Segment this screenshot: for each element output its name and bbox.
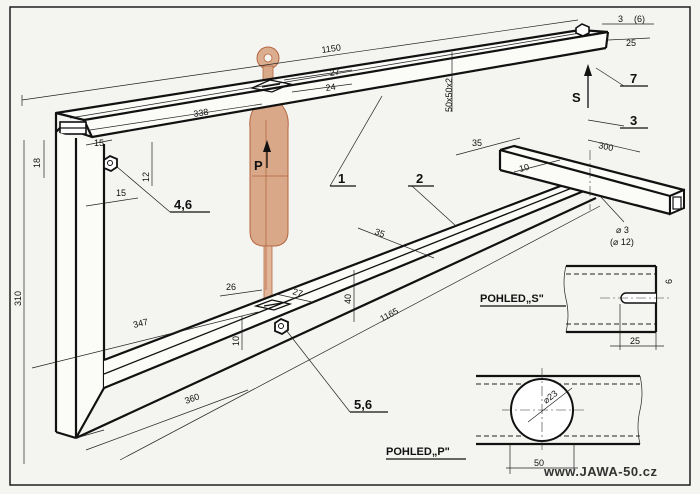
part-label-4-6: 4,6	[174, 197, 192, 212]
dim-24: 24	[325, 82, 336, 93]
dim-40: 40	[343, 294, 353, 304]
dim-15-top: 15	[94, 138, 104, 148]
dim-hole: ⌀ 3	[616, 225, 629, 235]
view-title-s: POHLED„S"	[480, 293, 544, 305]
dim-10-cross: 10	[518, 162, 530, 174]
label-underlines	[170, 85, 648, 413]
part-label-1: 1	[338, 171, 345, 186]
dim-360: 360	[183, 391, 201, 406]
dim-310: 310	[13, 291, 23, 306]
force-arrow-p	[263, 140, 271, 168]
view-p-detail	[476, 368, 643, 474]
dim-50-view: 50	[534, 458, 544, 468]
dim-hole-par: (⌀ 12)	[610, 237, 634, 247]
part-label-5-6: 5,6	[354, 397, 372, 412]
force-label-p: P	[254, 158, 263, 173]
nut-top-right	[575, 23, 590, 37]
dim-1165: 1165	[378, 306, 400, 324]
dim-3: 3	[618, 14, 623, 24]
part-label-7: 7	[630, 71, 637, 86]
dim-18: 18	[32, 158, 42, 168]
dim-347: 347	[132, 317, 149, 330]
cross-tube	[498, 144, 686, 216]
dim-338: 338	[193, 107, 209, 119]
view-title-p: POHLED„P"	[386, 446, 450, 458]
dim-25-view: 25	[630, 336, 640, 346]
dim-26: 26	[226, 282, 236, 292]
shock-absorber	[249, 46, 289, 305]
dim-27-lower: 27	[291, 286, 304, 299]
part-label-3: 3	[630, 113, 637, 128]
dim-50x50x2: 50x50x2	[444, 78, 454, 112]
lower-beam	[75, 172, 597, 439]
dim-6-view: 6	[664, 279, 674, 284]
dim-6: (6)	[634, 14, 645, 24]
dim-27: 27	[329, 67, 340, 78]
vertical-post	[54, 132, 106, 440]
dim-15-bottom: 15	[116, 188, 126, 198]
dim-10-lower: 10	[231, 336, 241, 346]
nut-lower	[274, 317, 289, 336]
end-channel	[54, 111, 94, 139]
force-label-s: S	[572, 90, 581, 105]
view-s-detail	[563, 264, 672, 350]
dim-25-top: 25	[626, 38, 636, 48]
dim-12: 12	[141, 172, 151, 182]
nut-upper	[103, 154, 118, 173]
dim-1150: 1150	[321, 42, 342, 55]
dim-35-cross: 35	[472, 138, 482, 148]
dim-35-lower: 35	[373, 226, 386, 239]
site-watermark: www.JAWA-50.cz	[543, 464, 657, 479]
dim-300: 300	[598, 140, 615, 153]
drawing-frame	[9, 6, 691, 486]
force-arrow-s	[584, 64, 592, 108]
part-label-2: 2	[416, 171, 423, 186]
dimension-lines	[21, 19, 654, 464]
